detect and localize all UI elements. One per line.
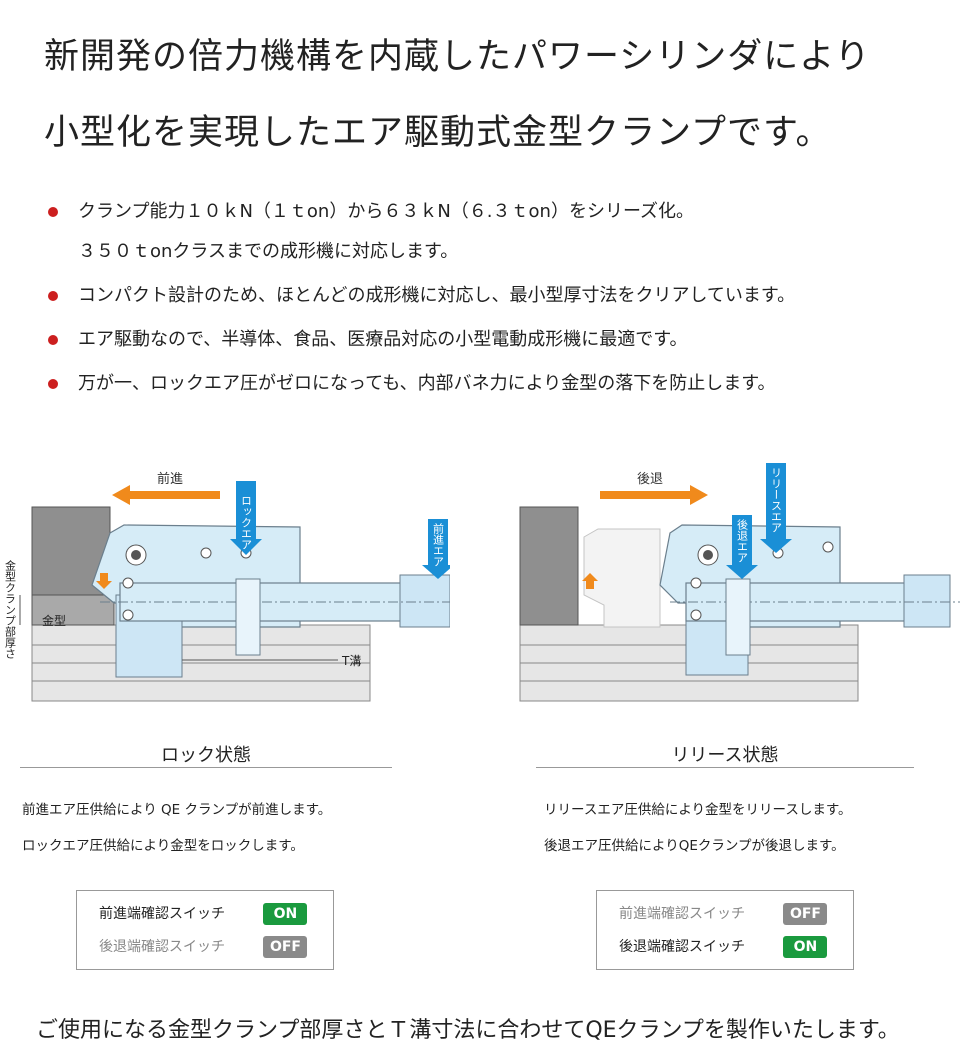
backward-label: 後退 xyxy=(637,472,663,487)
ghost-clamp xyxy=(583,528,661,628)
feature-text: クランプ能力１０ｋN（１ｔon）から６３ｋN（６.３ｔon）をシリーズ化。 xyxy=(78,201,695,222)
lock-air-arrow-icon xyxy=(236,481,256,539)
release-state-panel: 後退 リリースエア 後退エア リリース状態 リリースエア圧供給により金型をリリー… xyxy=(510,455,960,975)
release-arrow-icon xyxy=(582,573,598,589)
thickness-label: 金型クランプ部厚さ xyxy=(4,559,17,659)
feature-item: 万が一、ロックエア圧がゼロになっても、内部バネ力により金型の落下を防止します。 xyxy=(46,362,946,406)
feature-list: クランプ能力１０ｋN（１ｔon）から６３ｋN（６.３ｔon）をシリーズ化。 ３５… xyxy=(46,190,946,406)
switch-row-forward: 前進端確認スイッチ OFF xyxy=(619,903,828,925)
feature-text: エア駆動なので、半導体、食品、医療品対応の小型電動成形機に最適です。 xyxy=(78,329,688,350)
headline-line-1: 新開発の倍力機構を内蔵したパワーシリンダにより xyxy=(44,37,871,77)
bullet-dot-icon xyxy=(48,207,58,217)
mold-block xyxy=(519,506,579,626)
mold-label: 金型 xyxy=(42,613,66,628)
release-switch-status-box: 前進端確認スイッチ OFF 後退端確認スイッチ ON xyxy=(596,890,854,970)
lock-switch-status-box: 前進端確認スイッチ ON 後退端確認スイッチ OFF xyxy=(76,890,334,970)
forward-label: 前進 xyxy=(157,471,183,487)
release-state-divider xyxy=(536,767,914,768)
bullet-dot-icon xyxy=(48,291,58,301)
cylinder-end xyxy=(399,574,451,628)
switch-off-badge: OFF xyxy=(263,936,308,958)
bullet-dot-icon xyxy=(48,379,58,389)
release-air-label: リリースエア xyxy=(770,467,783,533)
feature-item: コンパクト設計のため、ほとんどの成形機に対応し、最小型厚寸法をクリアしています。 xyxy=(46,274,946,318)
switch-row-backward: 後退端確認スイッチ OFF xyxy=(99,936,308,958)
release-state-diagram: 後退 リリースエア 後退エア xyxy=(519,463,960,702)
switch-on-badge: ON xyxy=(783,936,828,958)
forward-air-arrow-icon xyxy=(428,519,448,565)
switch-label: 前進端確認スイッチ xyxy=(619,906,745,922)
backward-direction-arrow-icon xyxy=(600,485,708,505)
lock-state-description-1: 前進エア圧供給により QE クランプが前進します。 xyxy=(22,802,332,818)
lock-state-panel: 前進 ロックエア 前進エア 金型 T溝 金型クランプ部厚さ ロック状態 前進エア… xyxy=(0,455,460,975)
forward-air-label: 前進エア xyxy=(432,522,445,567)
lock-state-description-2: ロックエア圧供給により金型をロックします。 xyxy=(22,838,304,854)
lock-air-label: ロックエア xyxy=(240,495,253,550)
footer-note: ご使用になる金型クランプ部厚さとＴ溝寸法に合わせてQEクランプを製作いたします。 xyxy=(36,1018,900,1043)
mold-clamp-edge xyxy=(31,594,115,626)
release-state-title: リリース状態 xyxy=(671,745,779,766)
release-state-description-2: 後退エア圧供給によりQEクランプが後退します。 xyxy=(544,838,845,854)
piston xyxy=(725,578,751,656)
feature-text: コンパクト設計のため、ほとんどの成形機に対応し、最小型厚寸法をクリアしています。 xyxy=(78,285,796,306)
switch-label: 後退端確認スイッチ xyxy=(619,939,745,955)
forward-direction-arrow-icon xyxy=(112,485,220,505)
feature-item: エア駆動なので、半導体、食品、医療品対応の小型電動成形機に最適です。 xyxy=(46,318,946,362)
cylinder-end xyxy=(903,574,951,628)
lock-state-divider xyxy=(20,767,392,768)
bullet-dot-icon xyxy=(48,335,58,345)
back-air-arrow-icon xyxy=(732,515,752,565)
release-air-arrow-icon xyxy=(766,463,786,539)
piston xyxy=(235,578,261,656)
switch-label: 前進端確認スイッチ xyxy=(99,906,225,922)
lock-state-diagram: 前進 ロックエア 前進エア 金型 T溝 金型クランプ部厚さ xyxy=(4,471,460,702)
lock-state-title: ロック状態 xyxy=(161,745,251,766)
t-slot-label: T溝 xyxy=(341,654,361,668)
switch-label: 後退端確認スイッチ xyxy=(99,939,225,955)
switch-row-forward: 前進端確認スイッチ ON xyxy=(99,903,308,925)
back-air-label: 後退エア xyxy=(736,518,749,563)
clamp-force-arrow-icon xyxy=(96,573,112,589)
feature-item: クランプ能力１０ｋN（１ｔon）から６３ｋN（６.３ｔon）をシリーズ化。 ３５… xyxy=(46,190,946,274)
switch-on-badge: ON xyxy=(263,903,308,925)
switch-off-badge: OFF xyxy=(783,903,828,925)
headline-line-2: 小型化を実現したエア駆動式金型クランプです。 xyxy=(44,113,832,153)
feature-text: 万が一、ロックエア圧がゼロになっても、内部バネ力により金型の落下を防止します。 xyxy=(78,373,776,394)
switch-row-backward: 後退端確認スイッチ ON xyxy=(619,936,828,958)
feature-text-continued: ３５０ｔonクラスまでの成形機に対応します。 xyxy=(78,241,459,262)
release-state-description-1: リリースエア圧供給により金型をリリースします。 xyxy=(544,802,852,818)
